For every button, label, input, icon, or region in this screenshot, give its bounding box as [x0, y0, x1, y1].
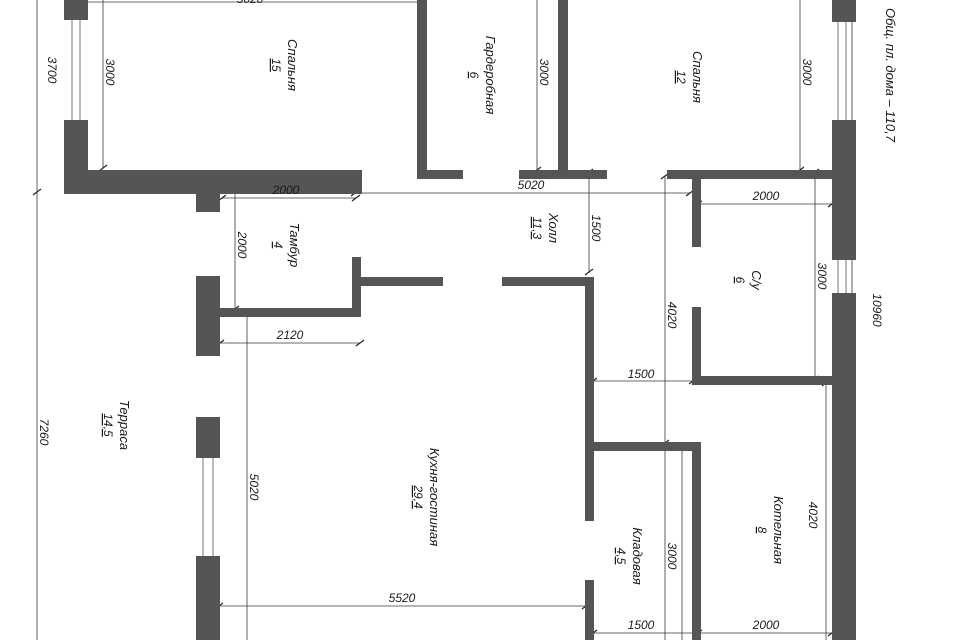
- room-name: Гардеробная: [483, 36, 498, 115]
- room-name: Кухня-гостиная: [427, 448, 442, 546]
- room-name: Терраса: [117, 400, 132, 450]
- room-name: Спальня: [690, 51, 705, 103]
- dim-vestibule-bottom: 2120: [276, 328, 304, 342]
- dim-bathroom-height: 3000: [815, 263, 829, 290]
- room-name: Холл: [546, 212, 561, 244]
- room-area: 6: [467, 72, 481, 79]
- dim-hall-height: 1500: [589, 215, 603, 242]
- dim-bedroom2-height: 3000: [800, 59, 814, 86]
- dim-overall-right: 10960: [870, 293, 884, 327]
- windows: [71, 20, 847, 556]
- dim-kitchen-width: 5520: [389, 591, 416, 605]
- dim-left-overall: 3700: [45, 57, 59, 84]
- room-labels: Спальня 15 Гардеробная 6 Спальня 12 Тамб…: [101, 36, 786, 585]
- dim-hall-width: 5020: [518, 178, 545, 192]
- room-wardrobe: Гардеробная 6: [467, 36, 498, 115]
- dim-kitchen-height: 5020: [247, 474, 261, 501]
- room-area: 4,5: [614, 548, 628, 565]
- dim-left-lower: 7260: [37, 419, 51, 446]
- room-area: 8: [755, 527, 769, 534]
- room-hall: Холл 11,3: [530, 212, 561, 244]
- room-area: 12: [674, 70, 688, 84]
- room-kitchen: Кухня-гостиная 29,4: [411, 448, 442, 546]
- room-bedroom-2: Спальня 12: [674, 51, 705, 103]
- room-bathroom: С/у 6: [733, 270, 764, 291]
- dim-hall-lower-width: 1500: [628, 367, 655, 381]
- walls: [64, 0, 856, 640]
- dim-vestibule-height: 2000: [235, 231, 249, 259]
- room-area: 6: [733, 277, 747, 284]
- room-vestibule: Тамбур 4: [271, 223, 302, 268]
- dim-boiler-width: 2000: [752, 618, 780, 632]
- dim-vestibule-width: 2000: [272, 183, 300, 197]
- dim-boiler-height: 4020: [806, 502, 820, 529]
- room-area: 14,5: [101, 413, 115, 437]
- room-area: 11,3: [530, 217, 544, 240]
- dim-pantry-width: 1500: [628, 618, 655, 632]
- dim-right-mid: 4020: [665, 302, 679, 329]
- room-name: Спальня: [285, 39, 300, 91]
- dim-wardrobe-height: 3000: [537, 59, 551, 86]
- dim-pantry-height: 3000: [665, 543, 679, 570]
- room-area: 4: [271, 242, 285, 249]
- dim-top-partial: 5020: [237, 0, 264, 6]
- room-boiler: Котельная 8: [755, 496, 786, 564]
- room-bedroom-1: Спальня 15: [269, 39, 300, 91]
- room-name: Котельная: [771, 496, 786, 564]
- dim-bedroom1-height: 3000: [103, 59, 117, 86]
- dim-bathroom-width: 2000: [752, 189, 780, 203]
- room-terrace: Терраса 14,5: [101, 400, 132, 450]
- total-area-note: Общ. пл. дома – 110,7: [883, 8, 898, 143]
- room-name: Кладовая: [630, 527, 645, 584]
- room-area: 29,4: [411, 484, 425, 509]
- room-area: 15: [269, 58, 283, 72]
- room-name: С/у: [749, 270, 764, 291]
- dimension-labels: 5020 3700 3000 3000 3000 2000 5020 2000 …: [37, 0, 884, 632]
- room-name: Тамбур: [287, 223, 302, 268]
- room-pantry: Кладовая 4,5: [614, 527, 645, 584]
